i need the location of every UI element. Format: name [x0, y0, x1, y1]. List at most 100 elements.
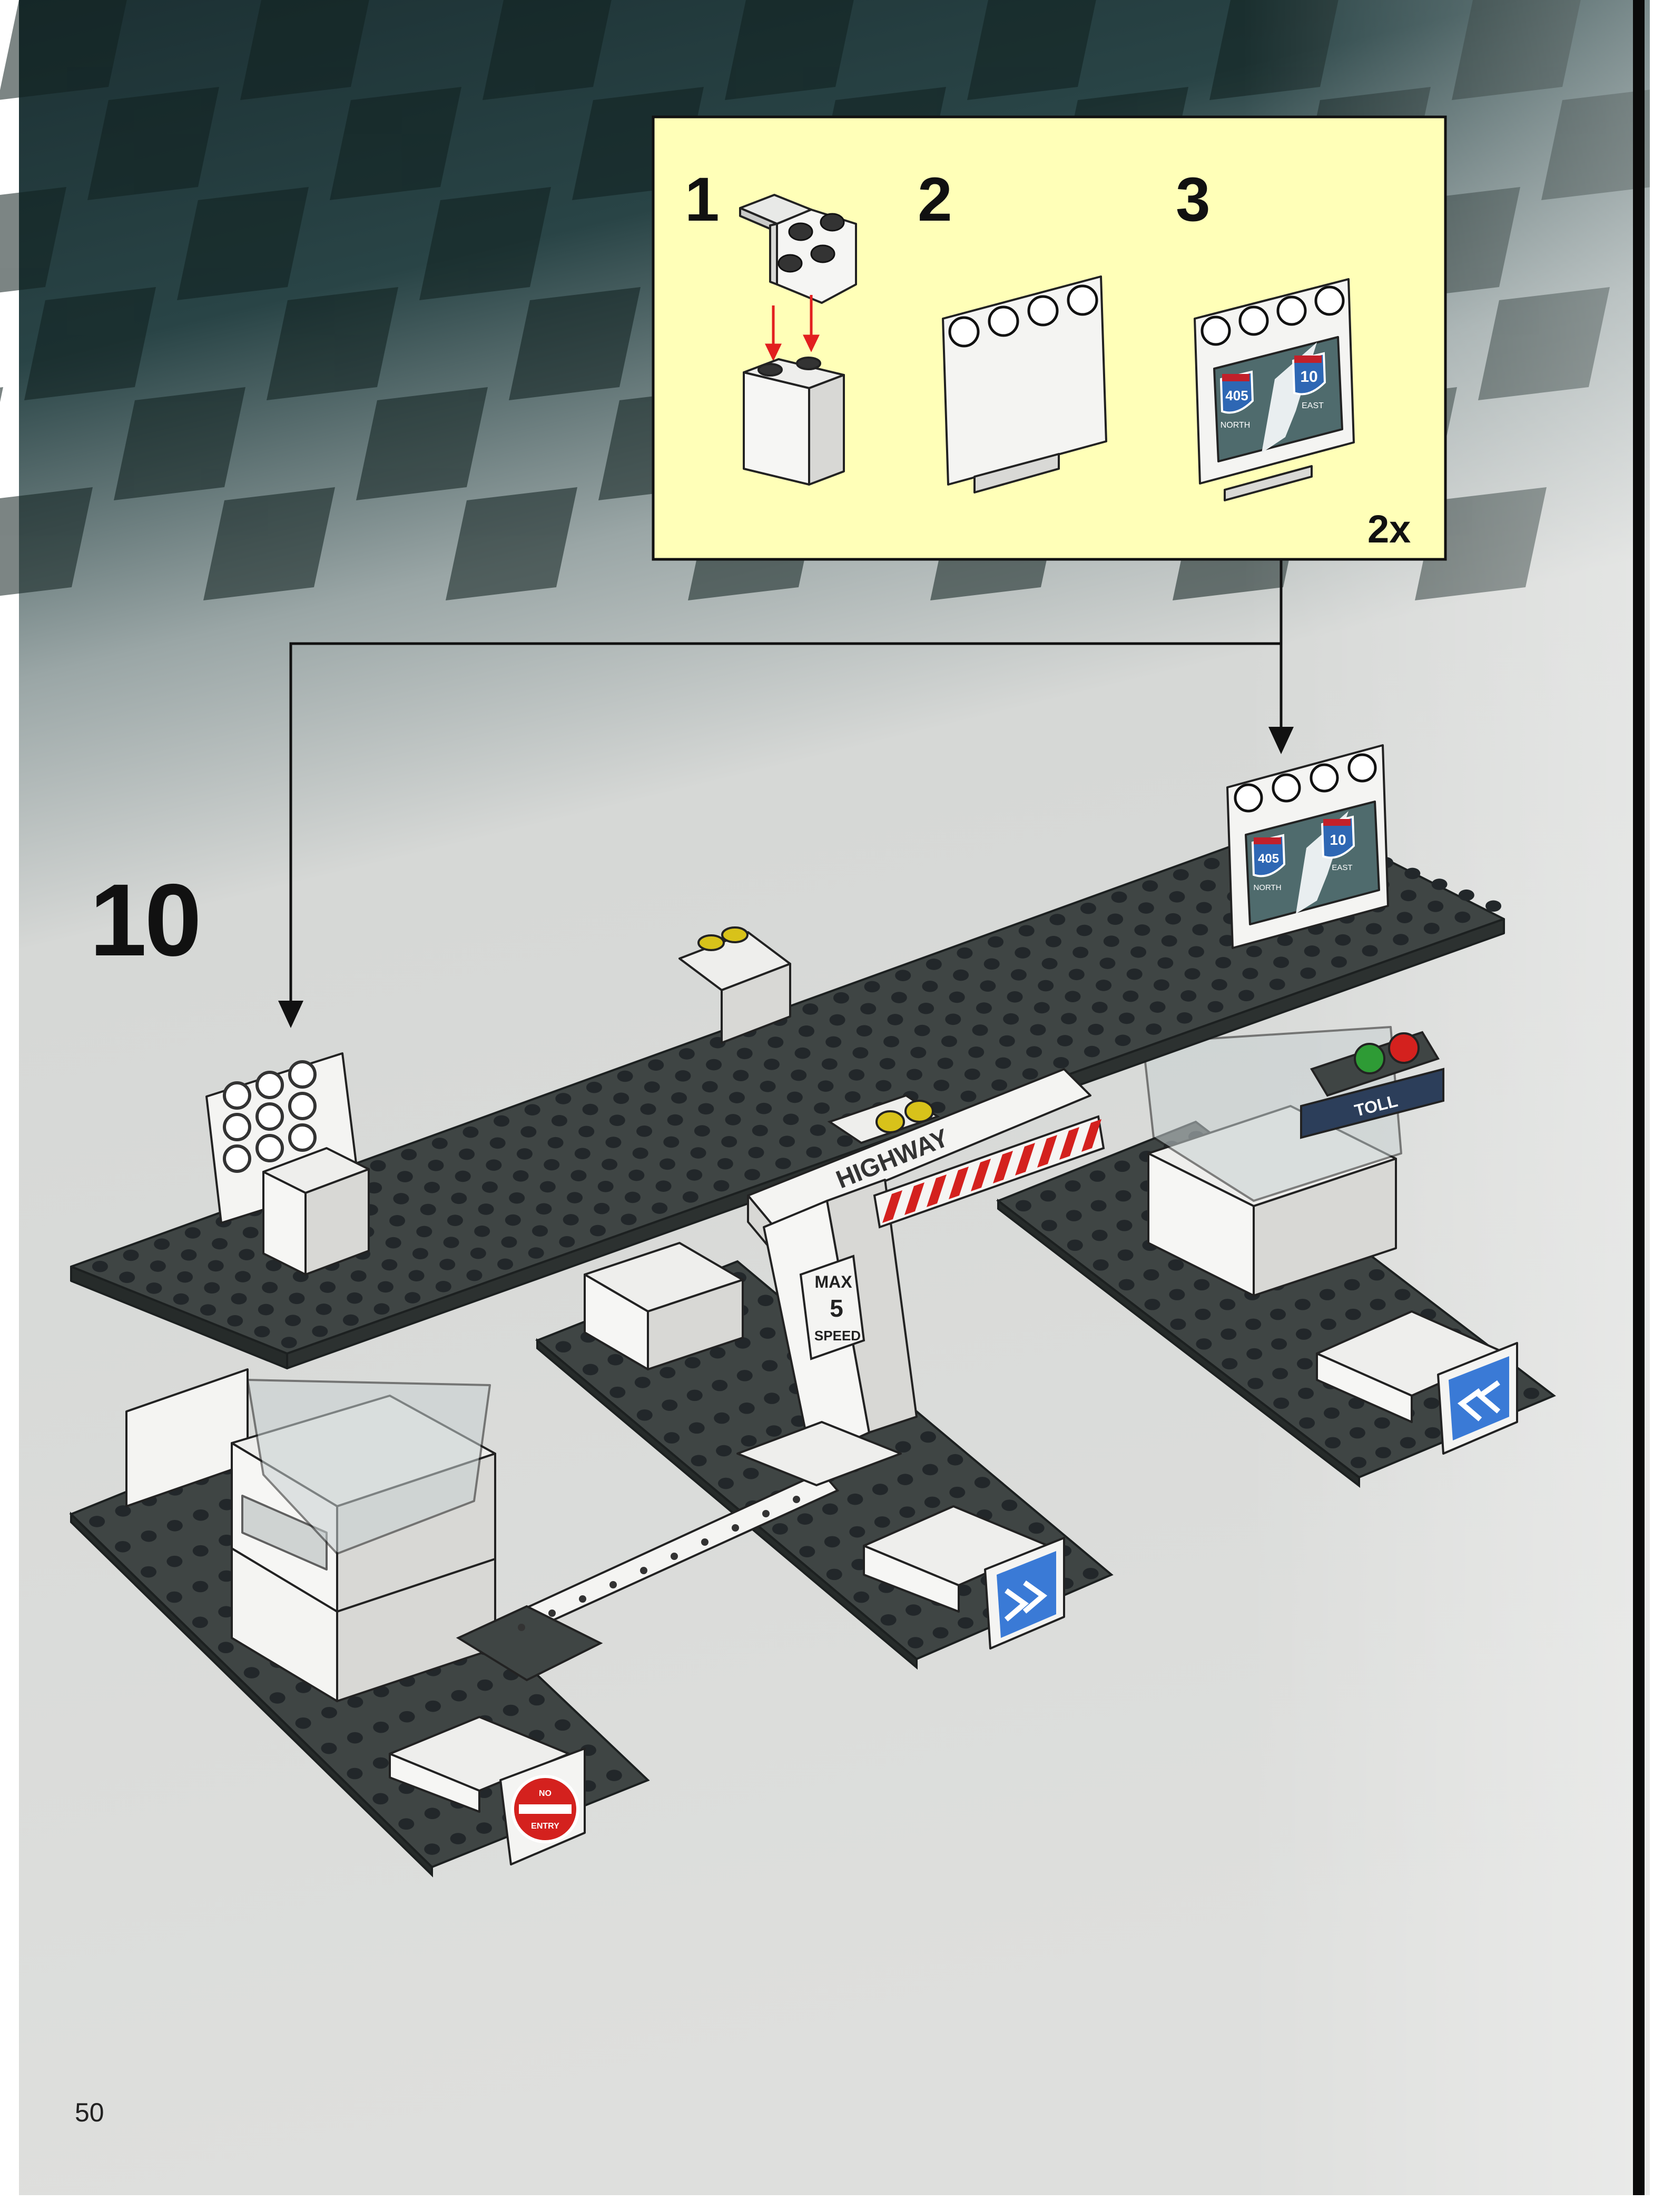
stud	[347, 1696, 363, 1708]
stud	[1114, 1161, 1130, 1172]
stud	[1222, 1358, 1237, 1370]
stud	[239, 1249, 254, 1260]
stud	[119, 1272, 135, 1283]
stud	[737, 1370, 753, 1381]
stud	[347, 1732, 363, 1744]
stud	[779, 1135, 795, 1147]
stud	[687, 1390, 703, 1401]
stud	[296, 1717, 311, 1729]
stud	[1204, 858, 1219, 870]
stud	[1459, 890, 1474, 901]
stud	[984, 959, 1000, 970]
stud	[528, 1247, 544, 1259]
stud	[822, 1504, 838, 1515]
stud	[1069, 969, 1085, 981]
stud	[1049, 914, 1065, 925]
stud	[409, 1270, 425, 1281]
stud	[1146, 1023, 1162, 1035]
stud	[432, 1138, 448, 1149]
stud	[1177, 1012, 1193, 1024]
stud	[945, 1014, 961, 1025]
stud	[1170, 1319, 1186, 1330]
stud	[235, 1271, 251, 1282]
stud	[141, 1566, 156, 1578]
stud	[401, 1149, 417, 1160]
stud	[474, 1226, 490, 1237]
stud	[1019, 925, 1035, 936]
stud	[1370, 1299, 1386, 1310]
stud	[1215, 957, 1231, 969]
stud	[675, 1070, 691, 1082]
stud	[891, 992, 907, 1003]
stud	[1165, 913, 1181, 925]
stud	[748, 1147, 764, 1159]
stud	[922, 1464, 938, 1476]
stud	[662, 1399, 677, 1411]
stud	[501, 1237, 517, 1248]
stud	[509, 1192, 525, 1204]
stud	[1321, 1319, 1336, 1330]
stud	[412, 1248, 428, 1260]
stud	[849, 1526, 865, 1538]
stud	[965, 1069, 980, 1080]
stud	[1046, 936, 1061, 947]
stud	[503, 1705, 519, 1716]
stud	[208, 1260, 224, 1272]
stud	[166, 1592, 182, 1603]
stud	[181, 1249, 196, 1261]
substep-number-2: 2	[918, 169, 952, 231]
stud	[416, 1226, 432, 1238]
stud	[1269, 979, 1285, 990]
stud	[760, 1081, 776, 1092]
stud	[880, 1058, 895, 1070]
stud	[857, 1025, 872, 1036]
stud	[922, 981, 938, 992]
stud	[1138, 902, 1154, 914]
stud	[270, 1692, 286, 1704]
stud	[826, 1569, 842, 1581]
stud	[845, 1091, 861, 1103]
stud	[941, 1035, 957, 1047]
stud	[760, 1327, 775, 1339]
stud	[405, 1292, 420, 1303]
stud	[899, 1506, 915, 1518]
stud	[1090, 1170, 1106, 1182]
stud	[926, 959, 942, 970]
stud	[691, 1455, 707, 1467]
stud	[1134, 924, 1150, 936]
stud	[1295, 1299, 1311, 1310]
stud	[1200, 880, 1216, 892]
svg-text:NO: NO	[539, 1789, 552, 1798]
stud	[497, 1259, 513, 1270]
brick-1x2-white	[744, 358, 844, 485]
stud	[713, 1180, 729, 1192]
stud	[494, 1115, 509, 1127]
stud	[1003, 1013, 1019, 1025]
stud	[689, 1423, 705, 1434]
stud	[586, 1082, 602, 1093]
stud	[1119, 1013, 1135, 1024]
stud	[602, 1159, 617, 1170]
substep-number-3: 3	[1176, 169, 1211, 231]
stud	[476, 1822, 492, 1834]
stud	[914, 1025, 930, 1036]
stud	[520, 1126, 536, 1138]
stud	[425, 1701, 441, 1712]
stud	[1157, 957, 1173, 969]
stud	[837, 1135, 853, 1147]
stud	[897, 1474, 913, 1485]
stud	[470, 1248, 486, 1259]
stud	[1030, 1024, 1046, 1036]
stud	[1088, 1024, 1104, 1035]
stud	[231, 1293, 247, 1305]
stud	[933, 1627, 949, 1638]
stud	[486, 1159, 501, 1171]
stud	[536, 1203, 552, 1215]
stud	[1092, 1002, 1108, 1013]
stud	[447, 1214, 463, 1226]
stud	[667, 1114, 683, 1126]
stud	[466, 1270, 482, 1281]
svg-text:405: 405	[1258, 852, 1279, 866]
stud	[393, 1193, 409, 1204]
stud	[933, 1080, 949, 1091]
